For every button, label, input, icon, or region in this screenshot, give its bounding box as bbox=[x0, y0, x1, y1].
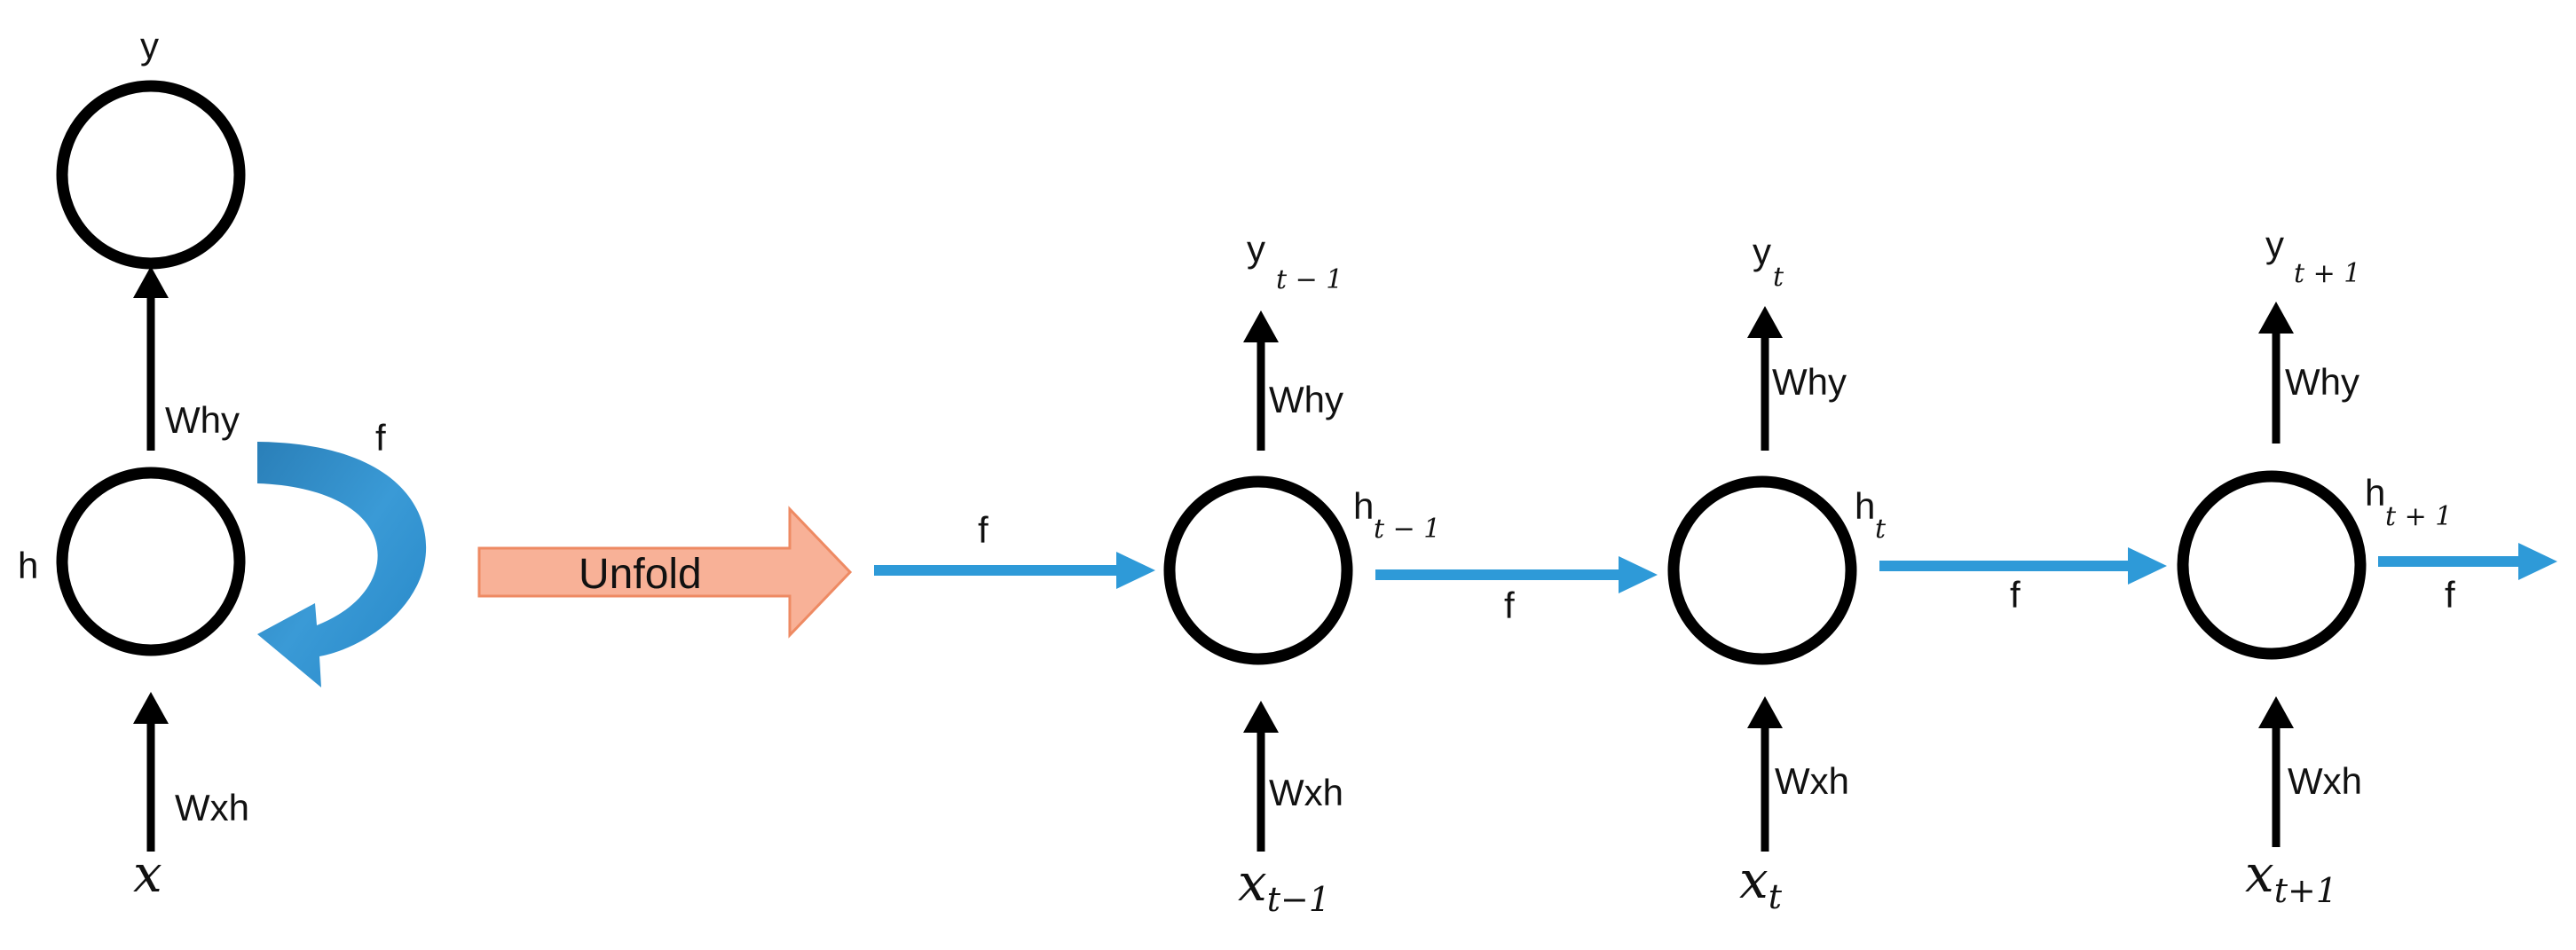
incoming-f-label: f bbox=[978, 509, 989, 551]
incoming-f-arrow bbox=[874, 552, 1155, 589]
loop-f-label: f bbox=[375, 417, 386, 459]
outgoing-f-arrow bbox=[2378, 543, 2557, 580]
output-node bbox=[56, 80, 246, 270]
x-label-t-plus-1: xt+1 bbox=[2245, 844, 2337, 910]
x-label-t: xt bbox=[1739, 850, 1783, 916]
unrolled-rnn: f Why y t − 1 h t − 1 Wxh xt−1 f Wh bbox=[874, 224, 2557, 919]
input-label: x bbox=[133, 844, 162, 904]
y-label-t-minus-1: y bbox=[1247, 228, 1265, 270]
unfold-arrow: Unfold bbox=[477, 506, 853, 639]
f-arrow-1 bbox=[1375, 556, 1658, 593]
wxh-label-t-plus-1: Wxh bbox=[2288, 760, 2362, 802]
x-label-t-minus-1: xt−1 bbox=[1238, 852, 1330, 919]
step-t-minus-1: Why y t − 1 h t − 1 Wxh xt−1 bbox=[1163, 228, 1440, 919]
why-label-t-minus-1: Why bbox=[1269, 379, 1343, 420]
wxh-label-t-minus-1: Wxh bbox=[1269, 772, 1343, 813]
step-t: Why y t h t Wxh xt bbox=[1667, 231, 1887, 916]
h-label-t-minus-1: h bbox=[1353, 485, 1374, 527]
h-label-t-plus-1: h bbox=[2365, 472, 2385, 514]
y-label-t: y bbox=[1753, 231, 1771, 272]
h-label-t: h bbox=[1855, 485, 1875, 527]
why-label: Why bbox=[165, 399, 240, 441]
y-sub-t-plus-1: t + 1 bbox=[2294, 258, 2360, 289]
y-sub-t: t bbox=[1773, 262, 1784, 293]
hidden-node-t-minus-1 bbox=[1163, 475, 1353, 665]
h-sub-t: t bbox=[1875, 514, 1887, 545]
wxh-arrowhead bbox=[133, 692, 169, 724]
y-sub-t-minus-1: t − 1 bbox=[1276, 264, 1343, 295]
unfold-label: Unfold bbox=[579, 551, 702, 598]
wxh-label-t: Wxh bbox=[1775, 760, 1849, 802]
y-label-t-plus-1: y bbox=[2265, 224, 2284, 265]
folded-rnn: y Why h f Wxh x bbox=[18, 25, 427, 904]
f-label-2: f bbox=[2010, 574, 2021, 616]
why-arrowhead bbox=[133, 266, 169, 298]
hidden-node-t-plus-1 bbox=[2177, 470, 2367, 660]
hidden-node-t bbox=[1667, 475, 1857, 665]
why-label-t: Why bbox=[1772, 361, 1847, 403]
f-arrow-2 bbox=[1879, 547, 2167, 585]
step-t-plus-1: Why y t + 1 h t + 1 Wxh xt+1 bbox=[2177, 224, 2452, 910]
wxh-label: Wxh bbox=[175, 787, 249, 828]
hidden-node bbox=[56, 467, 246, 656]
h-sub-t-plus-1: t + 1 bbox=[2385, 501, 2452, 532]
output-label: y bbox=[140, 25, 159, 67]
h-sub-t-minus-1: t − 1 bbox=[1374, 514, 1440, 545]
why-label-t-plus-1: Why bbox=[2285, 361, 2359, 403]
recurrence-loop-arrow bbox=[257, 442, 427, 687]
f-label-3: f bbox=[2445, 574, 2455, 616]
hidden-label: h bbox=[18, 545, 38, 586]
f-label-1: f bbox=[1504, 585, 1515, 626]
